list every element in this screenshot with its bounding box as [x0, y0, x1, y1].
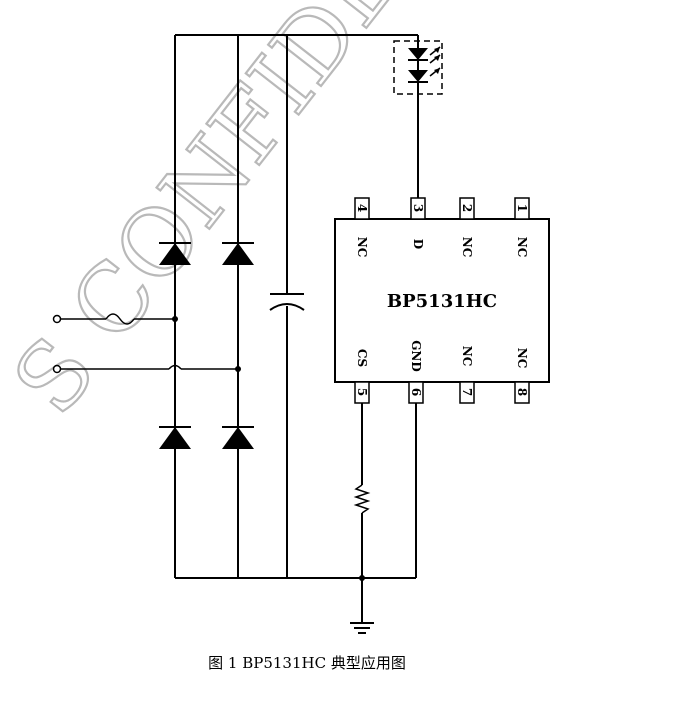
diode-d3-icon — [159, 426, 191, 449]
svg-text:8: 8 — [515, 388, 529, 396]
pin-3: 3 D — [410, 197, 426, 249]
svg-text:4: 4 — [355, 204, 369, 212]
sense-resistor-icon — [353, 484, 371, 514]
svg-text:NC: NC — [460, 346, 474, 367]
svg-text:NC: NC — [515, 237, 529, 258]
ac-input-2 — [52, 364, 241, 374]
ac-input-1 — [52, 313, 178, 325]
svg-text:1: 1 — [515, 204, 529, 212]
svg-text:CS: CS — [355, 349, 369, 367]
svg-text:D: D — [411, 239, 425, 249]
pin-1: 1 NC — [514, 197, 530, 258]
svg-text:2: 2 — [460, 204, 474, 212]
pin-4: 4 NC — [354, 197, 370, 258]
diode-d4-icon — [222, 426, 254, 449]
svg-text:GND: GND — [409, 340, 423, 372]
diode-d1-icon — [159, 242, 191, 265]
capacitor-icon — [269, 293, 305, 311]
fuse-icon — [105, 313, 135, 325]
svg-text:6: 6 — [409, 388, 423, 396]
pin-6: 6 GND — [408, 340, 424, 404]
svg-text:NC: NC — [355, 237, 369, 258]
diode-d2-icon — [222, 242, 254, 265]
ground-icon — [350, 622, 374, 634]
ac-terminal-2-icon — [52, 364, 62, 374]
pin-2: 2 NC — [459, 197, 475, 258]
led-string-icon — [393, 35, 443, 95]
pin-8: 8 NC — [514, 348, 530, 404]
pin-5: 5 CS — [354, 349, 370, 404]
svg-text:NC: NC — [515, 348, 529, 369]
svg-text:NC: NC — [460, 237, 474, 258]
figure-caption: 图 1 BP5131HC 典型应用图 — [208, 654, 406, 672]
pin-7: 7 NC — [459, 346, 475, 404]
svg-text:3: 3 — [411, 204, 425, 212]
svg-text:5: 5 — [355, 388, 369, 396]
chip-name: BP5131HC — [387, 291, 497, 312]
chip-body — [334, 218, 550, 383]
svg-text:7: 7 — [460, 388, 474, 396]
ac-terminal-1-icon — [52, 314, 62, 324]
